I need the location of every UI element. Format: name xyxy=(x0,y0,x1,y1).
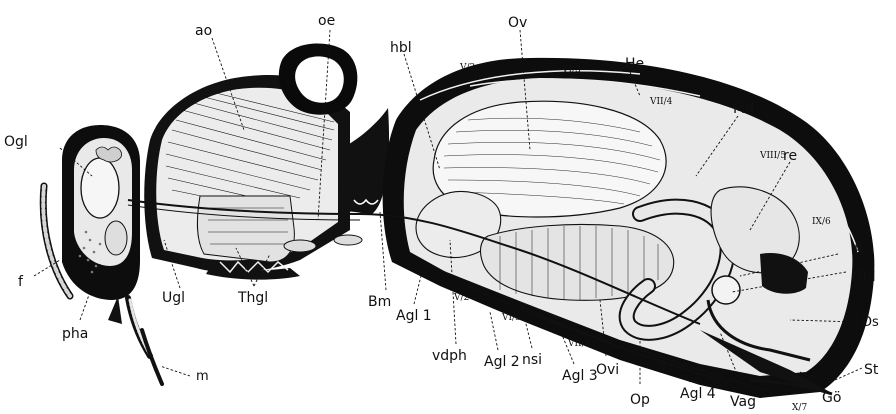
seg-dorsal-vii4: VII/4 xyxy=(649,97,673,107)
seg-dorsal-x7: X/7 xyxy=(842,333,857,343)
ventral-ganglion xyxy=(284,240,316,252)
label-bm: Bm xyxy=(368,294,391,310)
ventral-ganglion-2 xyxy=(334,235,362,245)
leader-agl2 xyxy=(490,312,498,350)
label-thgl: Thgl xyxy=(237,290,268,306)
label-he: He xyxy=(625,56,644,72)
seg-dorsal-viii5: VIII/5 xyxy=(759,151,786,161)
seg-ventral-v2: V/2 xyxy=(453,293,469,303)
seg-ventral-vii4: VII/4 xyxy=(567,339,591,349)
label-md: Md xyxy=(733,101,754,117)
seg-ventral-x7: X/7 xyxy=(792,403,807,413)
label-ovi: Ovi xyxy=(596,362,619,378)
seg-dorsal-ix6: IX/6 xyxy=(812,217,831,227)
seg-ventral-ix6: IX/6 xyxy=(712,379,731,389)
label-nsi: nsi xyxy=(522,352,542,368)
label-ogl: Ogl xyxy=(4,134,28,150)
label-ov: Ov xyxy=(508,15,527,31)
seg-ventral-viii5: VIII/5 xyxy=(659,363,686,373)
seg-dorsal-vi3: VI/3 xyxy=(561,65,581,75)
mouthparts xyxy=(108,296,162,384)
label-oe: oe xyxy=(318,13,335,29)
poison-gland-reservoir xyxy=(712,276,740,304)
label-ao: ao xyxy=(195,23,212,39)
label-pha: pha xyxy=(62,326,88,342)
label-vdph: vdph xyxy=(432,348,467,364)
thorax xyxy=(144,44,357,280)
label-vag: Vag xyxy=(730,394,756,410)
seg-dorsal-v2: V/2 xyxy=(459,63,475,73)
abdomen xyxy=(383,58,875,398)
hypopharyngeal-gland-head xyxy=(81,158,119,218)
label-m: m xyxy=(196,369,209,384)
leader-m xyxy=(160,366,190,376)
label-f: f xyxy=(18,274,24,290)
label-agl2: Agl 2 xyxy=(484,354,520,370)
mandible xyxy=(108,296,122,324)
label-ugl: Ugl xyxy=(162,290,185,306)
seg-ventral-vi3: VI/3 xyxy=(501,313,521,323)
label-hbl: hbl xyxy=(390,40,412,56)
glossa xyxy=(142,330,162,384)
label-agl3: Agl 3 xyxy=(562,368,598,384)
label-op: Op xyxy=(630,392,650,408)
label-agl1: Agl 1 xyxy=(396,308,432,324)
label-st: St xyxy=(864,362,879,378)
label-ds: Ds xyxy=(862,315,879,330)
label-gbl: Gbl xyxy=(852,269,876,285)
label-go: Gö xyxy=(822,390,841,406)
label-agl4: Agl 4 xyxy=(680,386,716,402)
head xyxy=(62,125,140,300)
label-r: R xyxy=(854,243,864,259)
pharynx-sac xyxy=(105,221,127,255)
thoracic-gland xyxy=(197,196,294,262)
